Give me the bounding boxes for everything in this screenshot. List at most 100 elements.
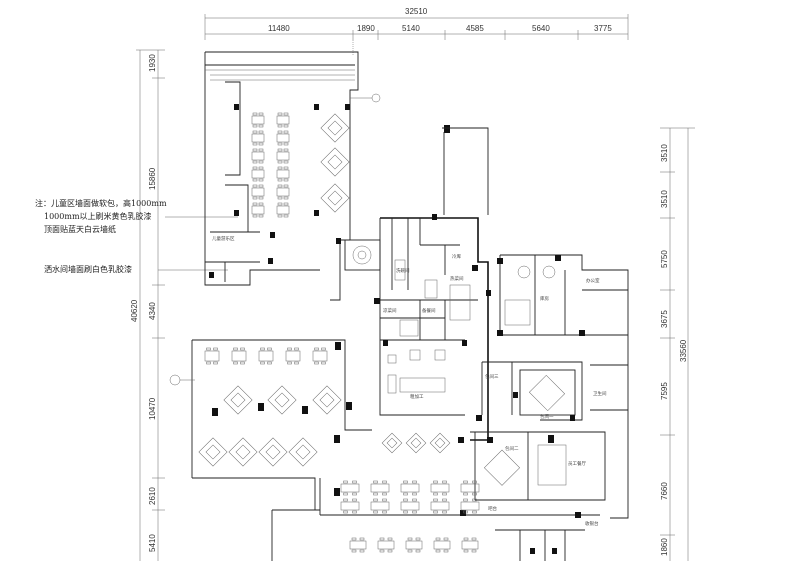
chair xyxy=(252,130,258,134)
table xyxy=(251,187,265,197)
table xyxy=(370,483,390,493)
chair xyxy=(403,498,408,502)
table xyxy=(276,151,290,161)
room-prep: 备餐间 xyxy=(422,307,436,314)
diamond-table xyxy=(312,385,342,415)
chair xyxy=(277,184,283,188)
table xyxy=(276,187,290,197)
table xyxy=(430,501,450,511)
diamond-table xyxy=(320,183,350,213)
chair xyxy=(267,347,272,351)
diamond-table xyxy=(228,437,258,467)
chair xyxy=(472,480,477,484)
chair xyxy=(412,510,417,514)
chair xyxy=(351,537,357,541)
right-dim-1: 3510 xyxy=(660,144,669,162)
chair xyxy=(277,160,283,164)
chair xyxy=(283,130,289,134)
right-dim-6: 7660 xyxy=(660,482,669,500)
chair xyxy=(463,549,469,553)
table xyxy=(276,133,290,143)
chair xyxy=(407,549,413,553)
room-hot: 热菜间 xyxy=(450,275,464,282)
chair xyxy=(403,492,408,496)
chair xyxy=(403,510,408,514)
chair xyxy=(435,537,441,541)
note2: 洒水间墙面刷白色乳胶漆 xyxy=(44,264,132,274)
room-cashier: 收银台 xyxy=(585,520,599,527)
diamond-table xyxy=(258,437,288,467)
chair xyxy=(258,142,264,146)
chair xyxy=(373,480,378,484)
right-dim-2: 3510 xyxy=(660,190,669,208)
chair xyxy=(407,537,413,541)
chair xyxy=(283,148,289,152)
chair xyxy=(283,160,289,164)
chair xyxy=(277,112,283,116)
chair xyxy=(433,510,438,514)
room-toilet: 卫生间 xyxy=(593,390,607,397)
bottom-toilets xyxy=(495,529,585,561)
left-dim-3: 4340 xyxy=(148,302,157,320)
table-top xyxy=(235,444,251,460)
chair xyxy=(433,492,438,496)
room-cold: 凉菜间 xyxy=(383,307,397,314)
chair xyxy=(277,196,283,200)
chair xyxy=(252,160,258,164)
chair xyxy=(343,510,348,514)
chair xyxy=(206,361,211,365)
chair xyxy=(443,537,449,541)
chair xyxy=(373,510,378,514)
chair xyxy=(283,196,289,200)
table xyxy=(461,540,479,550)
top-dim-1: 11480 xyxy=(268,24,290,33)
chair xyxy=(352,492,357,496)
table-top xyxy=(327,120,343,136)
chair xyxy=(294,347,299,351)
chair xyxy=(240,347,245,351)
left-dimension-chain: 40620 1930 15860 4340 10470 2610 5410 xyxy=(130,49,165,561)
chair xyxy=(283,214,289,218)
chair xyxy=(443,549,449,553)
chair xyxy=(258,130,264,134)
table xyxy=(349,540,367,550)
chair xyxy=(373,498,378,502)
chair xyxy=(442,492,447,496)
chair xyxy=(283,142,289,146)
chair xyxy=(258,124,264,128)
tables-bottom xyxy=(340,480,480,553)
chair xyxy=(415,549,421,553)
chair xyxy=(252,142,258,146)
chair xyxy=(252,184,258,188)
diamond-table xyxy=(223,385,253,415)
chair xyxy=(283,202,289,206)
table xyxy=(400,483,420,493)
chair xyxy=(252,178,258,182)
chair xyxy=(382,498,387,502)
chair xyxy=(252,214,258,218)
table-top xyxy=(230,392,246,408)
chair xyxy=(258,166,264,170)
table xyxy=(276,169,290,179)
kitchen-block: 洗碗间 备餐间 凉菜间 热菜间 粗加工 冷库 xyxy=(374,125,491,441)
upper-left-block: 儿童游乐区 xyxy=(204,51,381,301)
right-dim-5: 7595 xyxy=(660,382,669,400)
chair xyxy=(283,166,289,170)
chair xyxy=(379,549,385,553)
left-dim-5: 2610 xyxy=(148,487,157,505)
table xyxy=(251,133,265,143)
chair xyxy=(258,214,264,218)
diamond-table xyxy=(429,432,451,454)
right-dimension-chain: 3510 3510 5750 3675 7595 7660 1860 33560 xyxy=(660,127,695,561)
table xyxy=(251,115,265,125)
room-pr1: 包间一 xyxy=(540,413,554,420)
chair xyxy=(267,361,272,365)
table xyxy=(430,483,450,493)
chair xyxy=(433,498,438,502)
top-dim-6: 3775 xyxy=(594,24,612,33)
chair xyxy=(258,178,264,182)
table xyxy=(276,205,290,215)
table-top xyxy=(327,190,343,206)
table xyxy=(258,350,274,362)
chair xyxy=(359,537,365,541)
